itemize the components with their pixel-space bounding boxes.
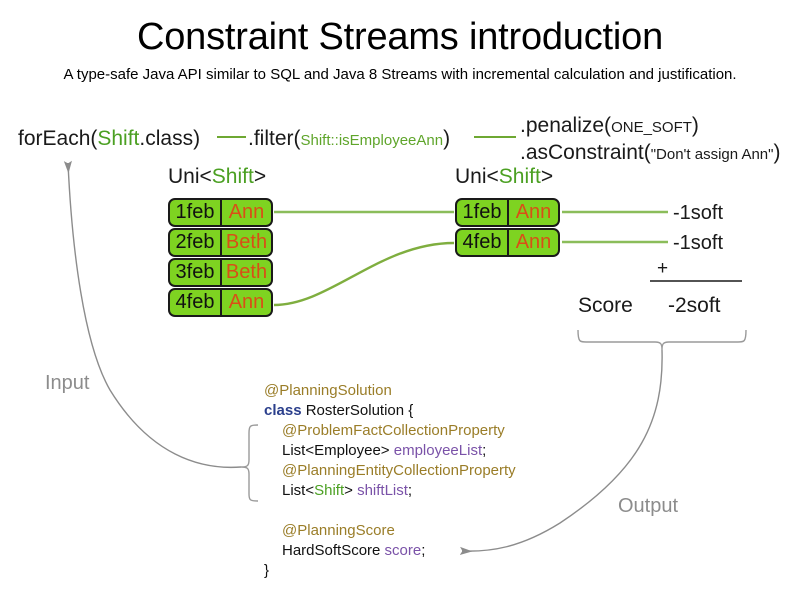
- code-token: @ProblemFactCollectionProperty: [282, 422, 505, 439]
- code-token: List<: [282, 482, 315, 499]
- shift-employee: Beth: [225, 261, 268, 283]
- api-filter-suffix: ): [443, 127, 451, 150]
- code-token: ;: [407, 482, 413, 499]
- code-line: List<Shift> shiftList;: [264, 481, 516, 501]
- shift-employee: Ann: [228, 291, 265, 313]
- shift-row[interactable]: 4feb Ann: [168, 288, 273, 317]
- api-penalize-call: .penalize(: [520, 114, 612, 137]
- api-filter-methodref: Shift::isEmployeeAnn: [300, 132, 444, 149]
- code-token: Shift: [314, 482, 345, 499]
- shift-date: 1feb: [457, 200, 509, 225]
- shift-employee: Beth: [225, 231, 268, 253]
- page-subtitle: A type-safe Java API similar to SQL and …: [63, 66, 737, 83]
- wire-left4feb-to-right4feb: [273, 241, 455, 307]
- code-token: }: [264, 562, 270, 579]
- code-line: List<Employee> employeeList;: [264, 441, 516, 461]
- shift-row[interactable]: 4feb Ann: [455, 228, 560, 257]
- score-total: -2soft: [668, 294, 721, 317]
- code-line: @PlanningScore: [264, 521, 516, 541]
- api-foreach[interactable]: forEach(Shift.class): [18, 128, 200, 149]
- code-token: @PlanningScore: [282, 522, 395, 539]
- api-penalize-arg: ONE_SOFT: [611, 119, 692, 136]
- uni-caption-left: Uni<Shift>: [168, 165, 266, 189]
- api-penalize-suffix: ): [691, 114, 699, 137]
- code-line: HardSoftScore score;: [264, 541, 516, 561]
- code-token: @PlanningEntityCollectionProperty: [282, 462, 516, 479]
- shift-date: 3feb: [170, 260, 222, 285]
- uni-right-prefix: Uni<: [455, 165, 499, 188]
- code-token: class: [264, 402, 306, 419]
- code-line: @PlanningSolution: [264, 381, 516, 401]
- input-label: Input: [45, 372, 90, 394]
- uni-caption-right: Uni<Shift>: [455, 165, 553, 189]
- code-token: RosterSolution {: [305, 402, 414, 419]
- code-token: @PlanningSolution: [264, 382, 392, 399]
- output-label: Output: [618, 495, 679, 517]
- code-line: }: [264, 561, 516, 581]
- api-penalize[interactable]: .penalize(ONE_SOFT): [520, 115, 699, 136]
- penalty-label-2: -1soft: [673, 232, 724, 254]
- code-line: @PlanningEntityCollectionProperty: [264, 461, 516, 481]
- penalty-label-1: -1soft: [673, 202, 724, 224]
- code-token: employeeList: [393, 442, 483, 459]
- uni-right-suffix: >: [540, 165, 554, 188]
- shift-employee: Ann: [515, 201, 552, 223]
- api-asconstraint-call: .asConstraint(: [520, 141, 651, 164]
- score-underbrace: [577, 329, 747, 351]
- uni-left-prefix: Uni<: [168, 165, 212, 188]
- uni-left-suffix: >: [253, 165, 267, 188]
- api-filter[interactable]: .filter(Shift::isEmployeeAnn): [248, 128, 450, 149]
- code-token: ;: [482, 442, 487, 459]
- code-token: HardSoftScore: [282, 542, 385, 559]
- code-token: score: [384, 542, 422, 559]
- page-title: Constraint Streams introduction: [136, 16, 664, 58]
- code-token: List<Employee>: [282, 442, 394, 459]
- shift-date: 4feb: [170, 290, 222, 315]
- code-token: ;: [421, 542, 426, 559]
- shift-date: 2feb: [170, 230, 222, 255]
- code-token: shiftList: [357, 482, 408, 499]
- shift-row[interactable]: 1feb Ann: [455, 198, 560, 227]
- code-fields-brace: [240, 424, 259, 502]
- shift-date: 4feb: [457, 230, 509, 255]
- uni-right-type: Shift: [498, 165, 541, 188]
- shift-employee: Ann: [228, 201, 265, 223]
- api-foreach-type: Shift: [97, 127, 140, 150]
- score-label: Score: [578, 294, 633, 317]
- api-asconstraint[interactable]: .asConstraint("Don't assign Ann"): [520, 142, 780, 163]
- shift-row[interactable]: 1feb Ann: [168, 198, 273, 227]
- shift-employee: Ann: [515, 231, 552, 253]
- api-asconstraint-suffix: ): [773, 141, 781, 164]
- code-line: class RosterSolution {: [264, 401, 516, 421]
- api-asconstraint-arg: "Don't assign Ann": [650, 146, 774, 163]
- api-foreach-call: forEach(: [18, 127, 98, 150]
- score-plus-sign: +: [657, 258, 669, 279]
- shift-date: 1feb: [170, 200, 222, 225]
- code-line: @ProblemFactCollectionProperty: [264, 421, 516, 441]
- code-token: >: [344, 482, 358, 499]
- code-blank-line: [264, 501, 516, 521]
- api-foreach-suffix: .class): [139, 127, 201, 150]
- api-filter-call: .filter(: [248, 127, 301, 150]
- uni-left-type: Shift: [211, 165, 254, 188]
